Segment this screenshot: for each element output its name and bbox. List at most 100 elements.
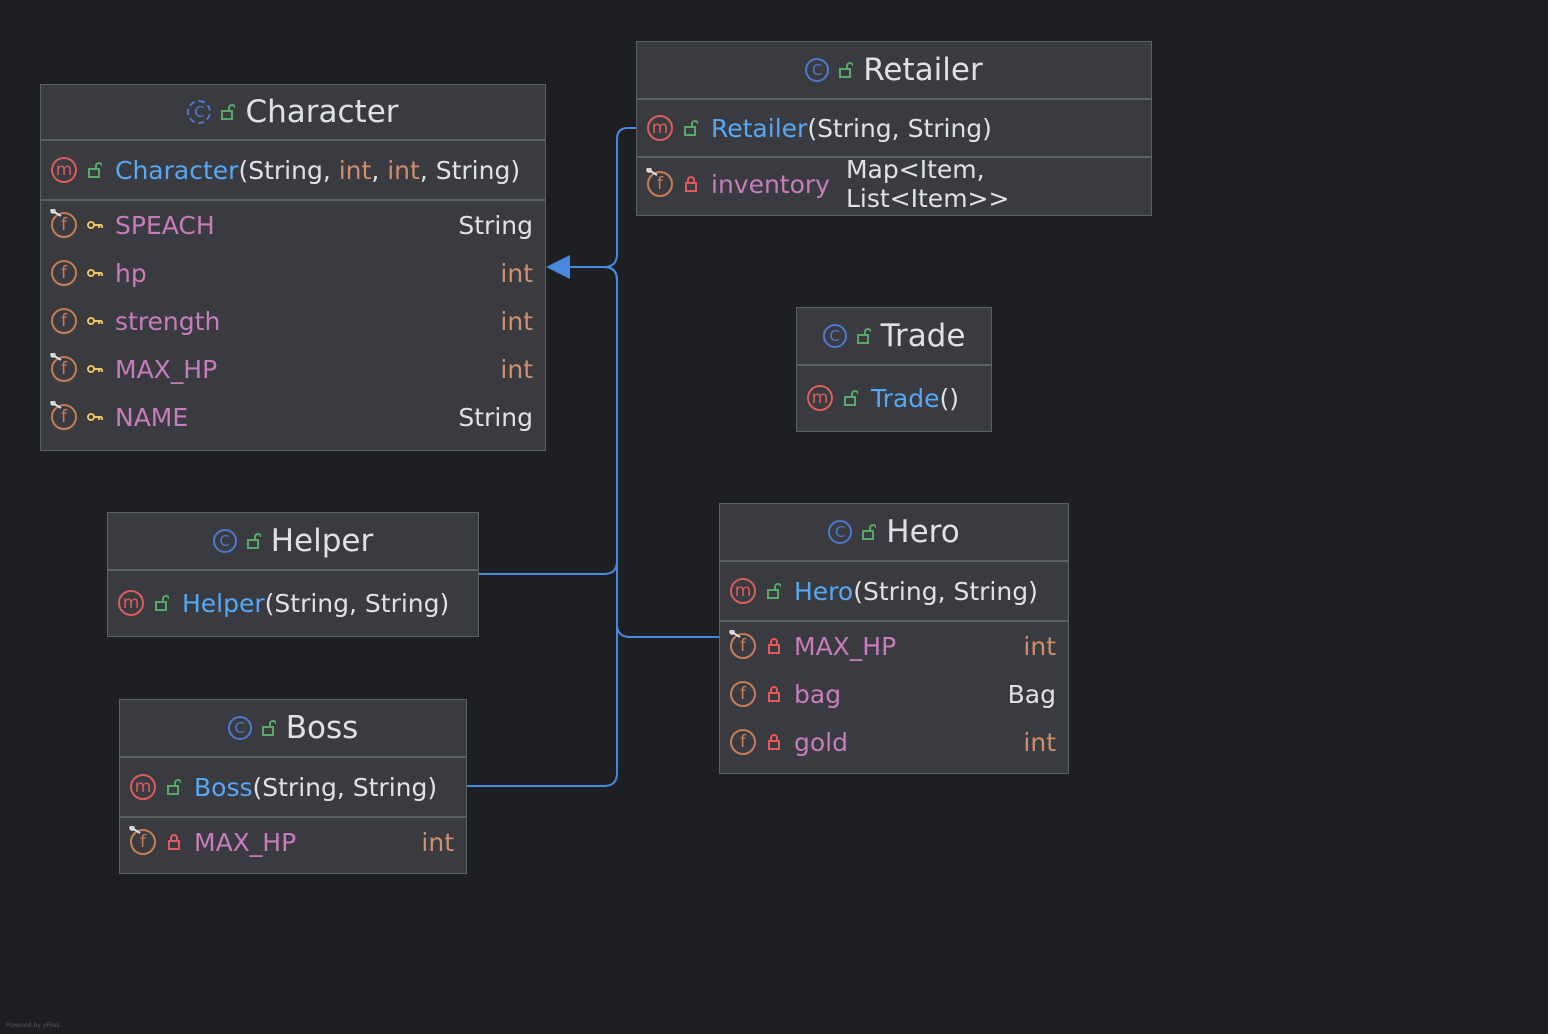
- constructor-row[interactable]: m Trade(): [797, 366, 991, 430]
- key-icon: [87, 316, 103, 326]
- field-name: strength: [115, 306, 221, 336]
- constructor-row[interactable]: m Helper(String, String): [108, 571, 478, 635]
- open-lock-icon: [856, 328, 871, 344]
- field-icon: f: [730, 729, 756, 755]
- class-title: Helper: [270, 523, 374, 559]
- method-args: (String, String): [807, 113, 992, 143]
- class-box-helper[interactable]: C Helper m Helper(String, String): [107, 512, 479, 637]
- class-title: Trade: [880, 318, 966, 354]
- field-icon: f: [51, 260, 77, 286]
- open-lock-icon: [683, 120, 699, 136]
- field-row[interactable]: f bag Bag: [720, 670, 1068, 718]
- lock-icon: [766, 734, 782, 750]
- class-box-boss[interactable]: C Boss m Boss(String, String) f MAX_HP i…: [119, 699, 467, 874]
- class-box-retailer[interactable]: C Retailer m Retailer(String, String) f …: [636, 41, 1152, 216]
- pin-icon: [729, 630, 741, 638]
- field-name: MAX_HP: [794, 631, 897, 661]
- field-row[interactable]: f MAX_HP int: [41, 345, 545, 393]
- class-icon: C: [227, 716, 252, 740]
- open-lock-icon: [839, 62, 854, 78]
- open-lock-icon: [843, 390, 859, 406]
- constructor-row[interactable]: m Character(String, int, int, String): [41, 141, 545, 201]
- method-icon: m: [647, 115, 673, 141]
- open-lock-icon: [862, 524, 877, 540]
- pin-icon: [50, 209, 62, 217]
- class-title: Retailer: [863, 52, 983, 88]
- field-type: String: [458, 210, 533, 240]
- comma: ,: [371, 155, 388, 185]
- param-type: String: [435, 155, 511, 185]
- open-lock-icon: [154, 595, 170, 611]
- credit-text: Powered by yFiles: [6, 1022, 60, 1029]
- class-icon: C: [822, 324, 847, 348]
- edge-boss-character: [467, 266, 618, 787]
- class-header: C Trade: [797, 308, 991, 366]
- field-row[interactable]: f SPEACH String: [41, 201, 545, 249]
- edge-retailer-character: [548, 127, 636, 268]
- method-icon: m: [730, 578, 756, 604]
- class-box-trade[interactable]: C Trade m Trade(): [796, 307, 992, 432]
- method-icon: m: [130, 774, 156, 800]
- open-lock-icon: [166, 779, 182, 795]
- field-name: SPEACH: [115, 210, 215, 240]
- field-type: int: [500, 354, 533, 384]
- method-icon: m: [51, 157, 77, 183]
- field-name: gold: [794, 727, 848, 757]
- edge-hero-character: [548, 266, 719, 638]
- class-box-hero[interactable]: C Hero m Hero(String, String) f MAX_HP i…: [719, 503, 1069, 774]
- field-row[interactable]: f gold int: [720, 718, 1068, 766]
- field-type: int: [500, 306, 533, 336]
- constructor-row[interactable]: m Retailer(String, String): [637, 100, 1151, 158]
- key-icon: [87, 268, 103, 278]
- class-icon: C: [805, 58, 830, 82]
- lock-icon: [766, 638, 782, 654]
- method-icon: m: [118, 590, 144, 616]
- field-row[interactable]: f strength int: [41, 297, 545, 345]
- field-name: NAME: [115, 402, 189, 432]
- field-row[interactable]: f inventory Map<Item, List<Item>>: [637, 155, 1151, 213]
- lock-icon: [683, 176, 699, 192]
- field-row[interactable]: f NAME String: [41, 393, 545, 441]
- pin-icon: [129, 826, 141, 834]
- comma: ,: [419, 155, 436, 185]
- pin-icon: [646, 168, 658, 176]
- method-name: Helper: [182, 588, 265, 618]
- class-box-character[interactable]: C Character m Character(String, int, int…: [40, 84, 546, 451]
- field-type: int: [421, 827, 454, 857]
- param-type: String: [248, 155, 323, 185]
- field-icon: f: [730, 681, 756, 707]
- field-row[interactable]: f hp int: [41, 249, 545, 297]
- class-icon: C: [187, 100, 212, 124]
- field-icon: f: [50, 401, 77, 430]
- method-args: (String, String): [853, 576, 1038, 606]
- field-icon: f: [129, 826, 156, 855]
- field-row[interactable]: f MAX_HP int: [720, 622, 1068, 670]
- field-row[interactable]: f MAX_HP int: [120, 818, 466, 866]
- field-icon: f: [646, 168, 673, 197]
- field-name: bag: [794, 679, 842, 709]
- key-icon: [87, 364, 103, 374]
- method-args: (): [939, 383, 959, 413]
- field-icon: f: [50, 209, 77, 238]
- constructor-row[interactable]: m Hero(String, String): [720, 562, 1068, 622]
- field-type: int: [1023, 727, 1056, 757]
- field-type: Map<Item, List<Item>>: [845, 155, 1010, 213]
- comma: ,: [322, 155, 339, 185]
- open-lock-icon: [246, 533, 261, 549]
- class-header: C Retailer: [637, 42, 1151, 100]
- field-type: int: [500, 258, 533, 288]
- open-lock-icon: [261, 720, 276, 736]
- class-header: C Boss: [120, 700, 466, 758]
- key-icon: [87, 220, 103, 230]
- field-type: int: [1023, 631, 1056, 661]
- class-title: Character: [245, 94, 399, 130]
- pin-icon: [50, 353, 62, 361]
- field-type: Bag: [1007, 679, 1056, 709]
- field-name: MAX_HP: [194, 827, 297, 857]
- field-icon: f: [50, 353, 77, 382]
- field-icon: f: [51, 308, 77, 334]
- class-icon: C: [828, 520, 853, 544]
- constructor-row[interactable]: m Boss(String, String): [120, 758, 466, 818]
- method-name: Boss: [194, 772, 253, 802]
